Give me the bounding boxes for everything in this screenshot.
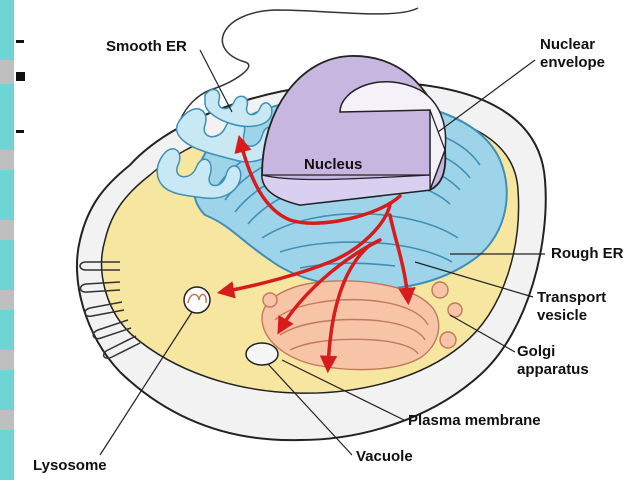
label-vacuole: Vacuole: [356, 448, 413, 465]
transport-pathway-arrows: [216, 134, 416, 374]
label-plasma-membrane: Plasma membrane: [408, 412, 541, 429]
label-golgi-apparatus: Golgi apparatus: [517, 343, 589, 378]
cytoskeleton-curve: [176, 7, 419, 161]
label-transport-vesicle: Transport vesicle: [537, 289, 607, 324]
label-rough-er: Rough ER: [551, 245, 624, 262]
label-nucleus: Nucleus: [304, 156, 363, 173]
label-lysosome: Lysosome: [33, 457, 107, 474]
golgi-apparatus: [261, 280, 463, 371]
vacuole: [245, 342, 279, 366]
leader-lines: [99, 49, 545, 456]
label-smooth-er: Smooth ER: [106, 38, 187, 55]
smooth-er: [156, 88, 278, 200]
microvilli: [79, 261, 141, 359]
edge-stripe: [0, 0, 25, 480]
lysosome: [183, 286, 211, 314]
label-nuclear-envelope: Nuclear envelope: [540, 36, 606, 71]
nucleus: [261, 55, 447, 206]
